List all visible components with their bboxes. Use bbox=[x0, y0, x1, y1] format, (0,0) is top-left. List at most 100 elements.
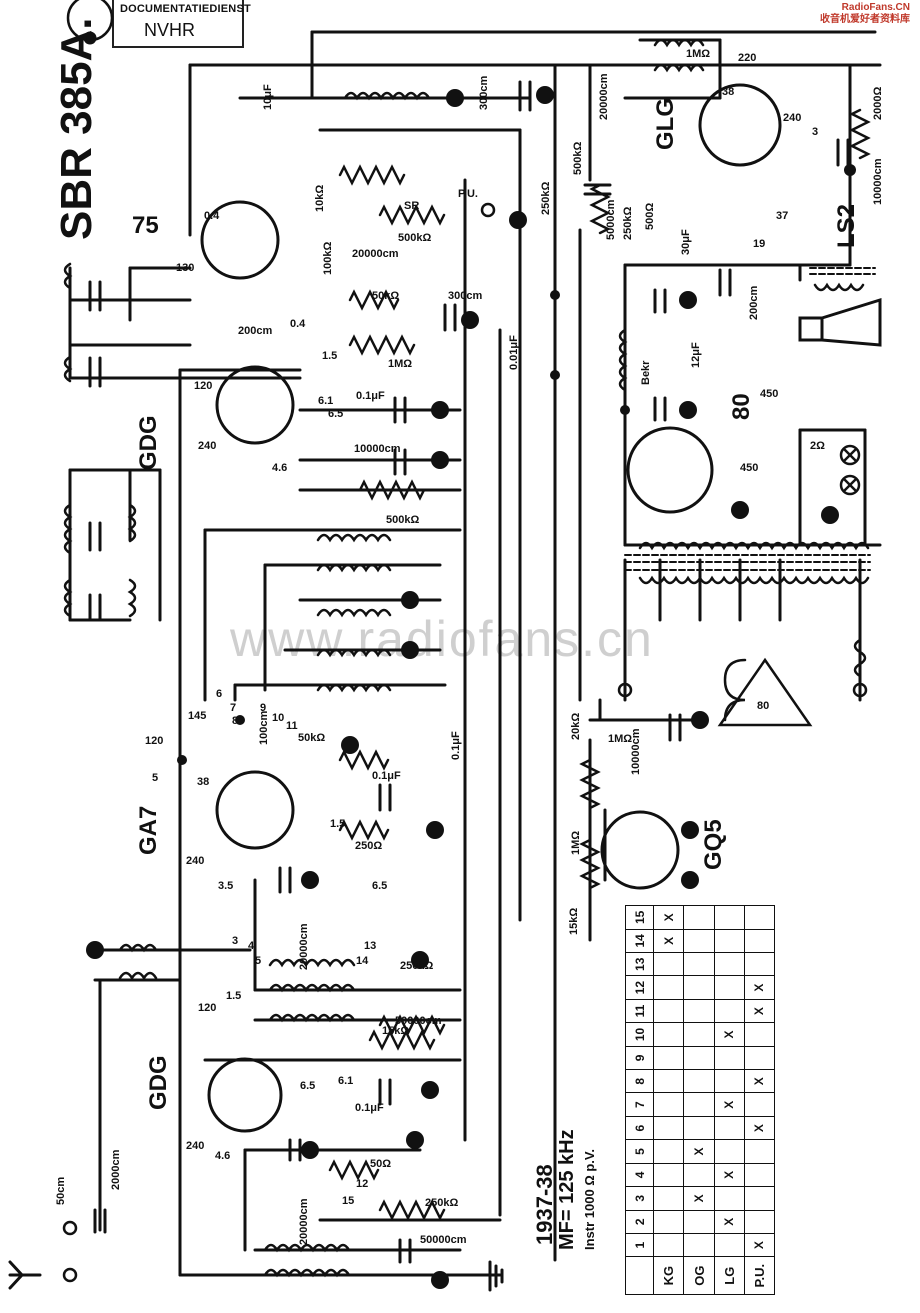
cap-20000cm-top-label: 20000cm bbox=[598, 73, 610, 121]
capacitors bbox=[88, 80, 850, 1264]
table-cell bbox=[714, 975, 745, 1000]
pin-circle: 120 bbox=[198, 1002, 217, 1014]
cap-20000cm-d-label: 20000cm bbox=[298, 1198, 310, 1246]
tube-ga7-label: GA7 bbox=[135, 805, 162, 855]
pin-circle: 19 bbox=[753, 238, 766, 250]
table-cell: X bbox=[744, 1233, 775, 1257]
pin-box: 0.4 bbox=[204, 210, 220, 222]
table-cell: X bbox=[714, 1210, 745, 1234]
switch-number: 9 bbox=[260, 702, 267, 714]
table-row: OG X X bbox=[683, 905, 715, 1295]
cap-30uf-label: 30μF bbox=[680, 229, 692, 255]
pin-box: 3 bbox=[812, 126, 819, 138]
table-cell bbox=[683, 952, 715, 976]
table-cell: X bbox=[714, 1163, 745, 1187]
pin-box: 4.6 bbox=[272, 462, 288, 474]
table-cell bbox=[744, 1092, 775, 1117]
table-cell bbox=[683, 975, 715, 1000]
cap-50000cm-a-label: 50000cm bbox=[395, 1015, 442, 1027]
year-label: 1937-38 bbox=[532, 1164, 557, 1245]
table-header-cell: 3 bbox=[625, 1186, 654, 1211]
table-cell bbox=[714, 1069, 745, 1093]
table-cell bbox=[744, 952, 775, 976]
table-row-label: KG bbox=[653, 1256, 684, 1295]
table-header-cell: 4 bbox=[625, 1163, 654, 1187]
res-2ohm-label: 2Ω bbox=[810, 440, 825, 452]
pin-circle: 450 bbox=[740, 462, 759, 474]
loudspeaker bbox=[798, 297, 882, 347]
table-header-cell: 1 bbox=[625, 1233, 654, 1257]
pin-box: 0.4 bbox=[290, 318, 306, 330]
pin-circle: 120 bbox=[145, 735, 164, 747]
table-cell bbox=[653, 1069, 684, 1093]
res-250k-c-label: 250kΩ bbox=[400, 960, 434, 972]
table-cell bbox=[714, 905, 745, 930]
pin-box: 4.6 bbox=[215, 1150, 231, 1162]
switch-number: 12 bbox=[356, 1178, 369, 1190]
stamp-line2: NVHR bbox=[144, 20, 196, 40]
switch-number: 13 bbox=[364, 940, 377, 952]
terminals bbox=[62, 202, 868, 1283]
ground-symbol bbox=[488, 1260, 504, 1292]
fuse-symbol bbox=[717, 657, 813, 727]
table-cell bbox=[714, 952, 745, 976]
table-cell bbox=[683, 1116, 715, 1140]
tube-gdg-top-label: GDG bbox=[135, 415, 162, 470]
table-cell bbox=[744, 1022, 775, 1047]
table-cell bbox=[683, 1022, 715, 1047]
watermark-site: RadioFans.CN 收音机爱好者资料库 bbox=[820, 2, 910, 26]
table-cell: X bbox=[683, 1139, 715, 1164]
table-cell bbox=[744, 905, 775, 930]
res-250k-d-label: 250kΩ bbox=[425, 1197, 459, 1209]
cap-200cm-a-label: 200cm bbox=[748, 285, 760, 320]
table-header-cell: 7 bbox=[625, 1092, 654, 1117]
table-cell bbox=[714, 1186, 745, 1211]
table-cell bbox=[653, 975, 684, 1000]
res-50k-label: 50kΩ bbox=[372, 290, 400, 302]
switch-number: 5 bbox=[255, 955, 262, 967]
table-cell bbox=[683, 1092, 715, 1117]
table-header-cell: 12 bbox=[625, 975, 654, 1000]
watermark-center: www.radiofans.cn bbox=[230, 611, 654, 667]
pin-circle: 240 bbox=[198, 440, 217, 452]
res-250k-top-label: 250kΩ bbox=[540, 181, 552, 215]
table-cell bbox=[683, 1210, 715, 1234]
power-transformer bbox=[624, 267, 876, 571]
table-cell bbox=[744, 1186, 775, 1211]
cap-001uf-label: 0.01μF bbox=[508, 335, 520, 370]
res-2000-label: 2000Ω bbox=[872, 86, 884, 120]
table-header-cell: 2 bbox=[625, 1210, 654, 1234]
table-cell: X bbox=[714, 1022, 745, 1047]
table-row: P.U. X X X X X bbox=[744, 905, 775, 1295]
switch-number: 4 bbox=[248, 940, 255, 952]
table-cell bbox=[714, 999, 745, 1023]
choke-label: Bekr bbox=[640, 360, 652, 385]
table-cell: X bbox=[744, 1069, 775, 1093]
pin-box: 6.1 bbox=[318, 395, 334, 407]
switch-table: 1 2 3 4 5 6 7 8 9 10 11 12 13 14 15 KG bbox=[625, 905, 775, 1295]
pin-box: 1.5 bbox=[226, 990, 242, 1002]
table-cell bbox=[625, 1256, 654, 1295]
table-header-cell: 8 bbox=[625, 1069, 654, 1093]
res-15k-label: 15kΩ bbox=[568, 907, 580, 935]
wiring bbox=[68, 30, 882, 1277]
res-500k-c-label: 500kΩ bbox=[386, 514, 420, 526]
res-1m-label: 1MΩ bbox=[686, 48, 711, 60]
cap-300cm-b-label: 300cm bbox=[448, 290, 483, 302]
table-cell: X bbox=[714, 1092, 745, 1117]
table-row-label: P.U. bbox=[744, 1256, 775, 1295]
cap-01uf-a-label: 0.1μF bbox=[356, 390, 385, 402]
cap-20000cm-b-label: 20000cm bbox=[352, 248, 399, 260]
cap-300cm-top-label: 300cm bbox=[478, 75, 490, 110]
table-header-cell: 9 bbox=[625, 1046, 654, 1070]
pin-circle: 6.5 bbox=[328, 408, 344, 420]
resistors bbox=[328, 108, 871, 1221]
table-header-cell: 13 bbox=[625, 952, 654, 976]
switch-number: 14 bbox=[356, 955, 369, 967]
table-cell bbox=[653, 1210, 684, 1234]
res-100k-label: 100kΩ bbox=[322, 241, 334, 275]
pin-circle: 240 bbox=[186, 1140, 205, 1152]
sr-label: SR bbox=[404, 200, 420, 212]
table-header-cell: 10 bbox=[625, 1022, 654, 1047]
